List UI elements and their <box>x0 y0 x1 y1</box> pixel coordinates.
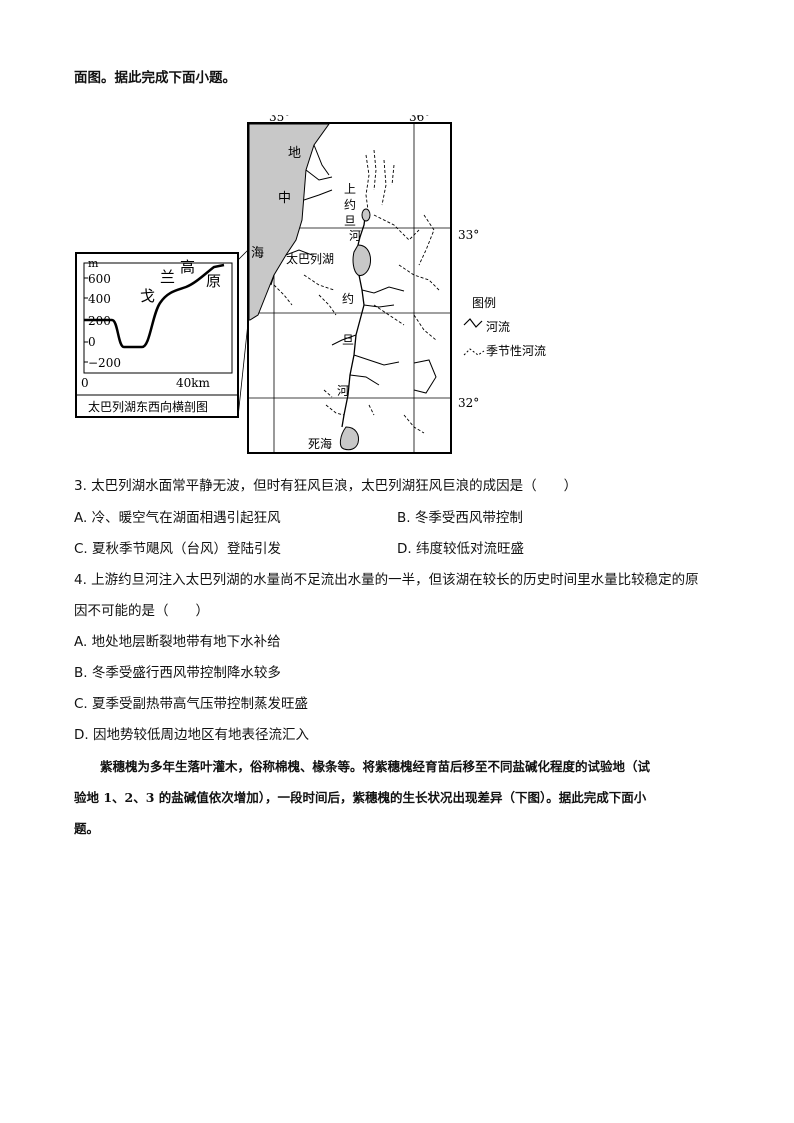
legend-title: 图例 <box>472 296 496 310</box>
map-figure: 35° 36° 33° 32° 地 中 海 太巴列湖 上 约 旦 河 约 旦 河… <box>74 110 594 460</box>
label-sea-1: 地 <box>288 146 301 161</box>
dead-sea-shape <box>339 426 359 451</box>
seasonal-rivers <box>273 149 440 434</box>
profile-tick-neg200: −200 <box>88 356 121 370</box>
profile-curve <box>84 263 225 349</box>
mediterranean-sea <box>248 123 330 321</box>
profile-label-lan: 兰 <box>160 268 175 286</box>
label-jordan-3: 河 <box>337 384 349 398</box>
profile-unit: m <box>88 257 99 270</box>
label-jordan-2: 旦 <box>342 333 354 347</box>
legend-river-symbol <box>463 318 483 328</box>
lake-tiberias <box>352 244 371 276</box>
label-dead-sea: 死海 <box>308 436 332 451</box>
next-intro-line2: 验地 1、2、3 的盐碱值依次增加），一段时间后，紫穗槐的生长状况出现差异（下图… <box>74 790 647 805</box>
label-jordan-1: 约 <box>342 291 354 306</box>
label-sea-2: 中 <box>278 191 291 206</box>
next-intro-line1: 紫穗槐为多年生落叶灌木，俗称棉槐、椽条等。将紫穗槐经育苗后移至不同盐碱化程度的试… <box>100 759 651 774</box>
profile-tick-600: 600 <box>88 272 111 286</box>
profile-x-0: 0 <box>81 376 89 390</box>
profile-tick-0: 0 <box>88 335 96 349</box>
label-lake-tiberias: 太巴列湖 <box>286 251 334 266</box>
legend-river: 河流 <box>486 320 510 334</box>
profile-tick-200: 200 <box>88 314 111 328</box>
map-svg: 35° 36° 33° 32° 地 中 海 太巴列湖 上 约 旦 河 约 旦 河… <box>75 110 546 454</box>
profile-label-yuan: 原 <box>206 272 221 290</box>
q3-option-a: A. 冷、暖空气在湖面相遇引起狂风 <box>74 510 281 526</box>
q3-option-c: C. 夏秋季节飓风（台风）登陆引发 <box>74 541 282 557</box>
label-lat-33: 33° <box>458 228 479 242</box>
q4-option-d: D. 因地势较低周边地区有地表径流汇入 <box>74 727 309 743</box>
q3-stem: 3. 太巴列湖水面常平静无波，但时有狂风巨浪，太巴列湖狂风巨浪的成因是（ ） <box>74 478 578 494</box>
hula-lake <box>361 208 371 222</box>
profile-label-ge: 戈 <box>140 287 155 305</box>
profile-plot <box>83 262 233 374</box>
intro-text: 面图。据此完成下面小题。 <box>74 70 236 86</box>
profile-caption: 太巴列湖东西向横剖图 <box>88 399 208 414</box>
label-lon-36: 36° <box>409 115 430 124</box>
legend-seasonal: 季节性河流 <box>486 344 546 358</box>
q4-option-b: B. 冬季受盛行西风带控制降水较多 <box>74 665 281 681</box>
label-upper-jordan-2: 约 <box>344 197 356 212</box>
profile-box <box>75 252 239 418</box>
label-sea-3: 海 <box>251 246 264 261</box>
profile-x-40: 40km <box>176 376 211 390</box>
q4-stem-line1: 4. 上游约旦河注入太巴列湖的水量尚不足流出水量的一半，但该湖在较长的历史时间里… <box>74 572 699 588</box>
label-lon-35: 35° <box>269 115 290 124</box>
label-upper-jordan-4: 河 <box>349 229 361 243</box>
profile-tick-400: 400 <box>88 292 111 306</box>
q3-option-d: D. 纬度较低对流旺盛 <box>397 541 524 557</box>
q4-option-c: C. 夏季受副热带高气压带控制蒸发旺盛 <box>74 696 309 712</box>
q3-option-b: B. 冬季受西风带控制 <box>397 510 523 526</box>
next-intro-line3: 题。 <box>74 821 100 836</box>
profile-label-gao: 高 <box>180 258 195 276</box>
legend-seasonal-symbol <box>463 348 485 356</box>
q4-option-a: A. 地处地层断裂地带有地下水补给 <box>74 634 281 650</box>
label-upper-jordan-3: 旦 <box>344 214 356 228</box>
q4-stem-line2: 因不可能的是（ ） <box>74 603 209 619</box>
label-lat-32: 32° <box>458 396 479 410</box>
label-upper-jordan-1: 上 <box>344 182 356 196</box>
jordan-river <box>341 274 365 428</box>
